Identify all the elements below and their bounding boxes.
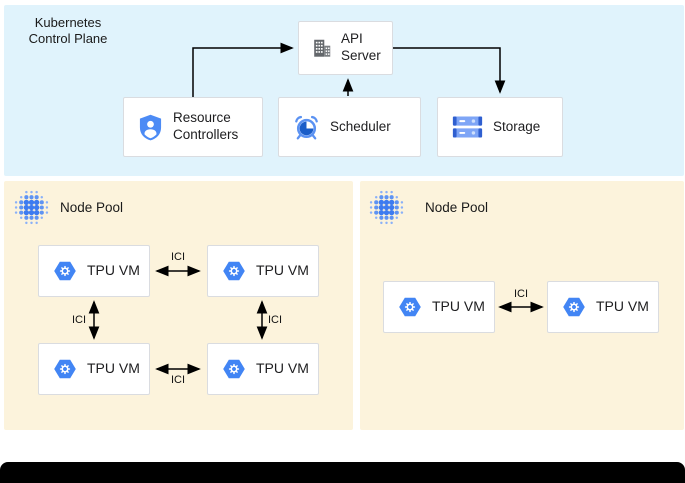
storage-label: Storage	[493, 118, 541, 134]
control-plane-title: Kubernetes Control Plane	[14, 15, 122, 47]
ici-label: ICI	[170, 251, 186, 263]
tpu-vm-label: TPU VM	[596, 298, 649, 315]
tpu-hexagon-icon	[53, 358, 77, 380]
tpu-vm-label: TPU VM	[87, 360, 140, 377]
resource-controllers-node: Resource Controllers	[123, 97, 263, 157]
api-server-label: API Server	[341, 31, 381, 63]
storage-disks-icon	[452, 115, 483, 139]
ici-label: ICI	[513, 288, 529, 300]
tpu-vm-node: TPU VM	[383, 281, 495, 333]
tpu-vm-node: TPU VM	[207, 343, 319, 395]
tpu-hexagon-icon	[562, 296, 586, 318]
building-icon	[311, 37, 333, 59]
dot-grid-icon	[13, 189, 50, 226]
tpu-vm-node: TPU VM	[38, 343, 150, 395]
control-plane-title-line1: Kubernetes	[34, 15, 102, 30]
scheduler-node: Scheduler	[278, 97, 421, 157]
tpu-vm-node: TPU VM	[547, 281, 659, 333]
shield-person-icon	[138, 114, 163, 141]
tpu-vm-node: TPU VM	[38, 245, 150, 297]
alarm-clock-icon	[293, 114, 320, 141]
ici-label: ICI	[71, 314, 86, 326]
tpu-hexagon-icon	[222, 358, 246, 380]
storage-node: Storage	[437, 97, 563, 157]
tpu-hexagon-icon	[53, 260, 77, 282]
scheduler-label: Scheduler	[330, 118, 391, 134]
dot-grid-icon	[368, 189, 405, 226]
node-pool-left-label: Node Pool	[60, 200, 124, 215]
tpu-hexagon-icon	[222, 260, 246, 282]
node-pool-right-label: Node Pool	[425, 200, 489, 215]
tpu-vm-label: TPU VM	[87, 262, 140, 279]
control-plane-title-line2: Control Plane	[28, 31, 108, 46]
tpu-vm-label: TPU VM	[256, 360, 309, 377]
tpu-hexagon-icon	[398, 296, 422, 318]
tpu-vm-label: TPU VM	[256, 262, 309, 279]
tpu-vm-node: TPU VM	[207, 245, 319, 297]
window-bottom-bar	[0, 462, 685, 483]
ici-label: ICI	[170, 374, 186, 386]
tpu-vm-label: TPU VM	[432, 298, 485, 315]
resource-controllers-label: Resource Controllers	[173, 110, 239, 142]
ici-label: ICI	[268, 314, 283, 326]
api-server-node: API Server	[298, 21, 393, 75]
